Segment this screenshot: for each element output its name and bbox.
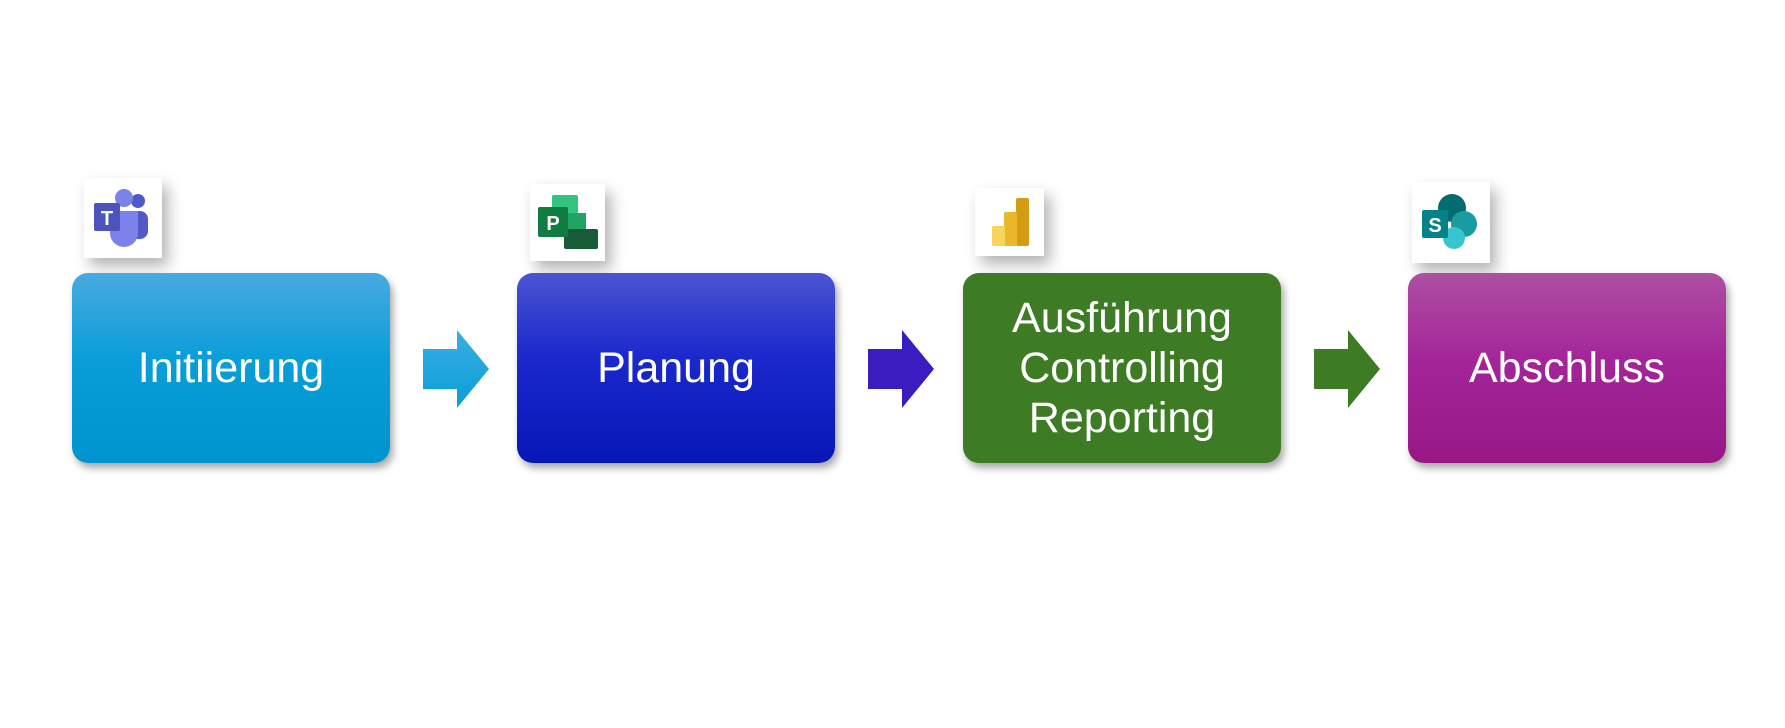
step-label: Abschluss bbox=[1469, 344, 1665, 392]
arrow-right-icon bbox=[423, 330, 489, 408]
project-icon: P bbox=[530, 184, 605, 261]
step-label-line: Ausführung bbox=[1012, 294, 1232, 342]
step-label: Planung bbox=[597, 344, 755, 392]
svg-text:T: T bbox=[101, 208, 113, 230]
step-planung: Planung bbox=[517, 273, 835, 463]
power-bi-icon bbox=[975, 188, 1044, 256]
svg-text:S: S bbox=[1428, 215, 1441, 237]
arrow-right-icon bbox=[868, 330, 934, 408]
step-label-line: Controlling bbox=[1019, 344, 1225, 392]
arrow-right-icon bbox=[1314, 330, 1380, 408]
teams-icon: T bbox=[84, 178, 162, 258]
step-abschluss: Abschluss bbox=[1408, 273, 1726, 463]
step-ausfuehrung: Ausführung Controlling Reporting bbox=[963, 273, 1281, 463]
step-label-line: Reporting bbox=[1028, 394, 1216, 442]
step-initiierung: Initiierung bbox=[72, 273, 390, 463]
svg-text:P: P bbox=[546, 213, 559, 235]
sharepoint-icon: S bbox=[1412, 182, 1490, 263]
step-label: Initiierung bbox=[137, 344, 325, 392]
